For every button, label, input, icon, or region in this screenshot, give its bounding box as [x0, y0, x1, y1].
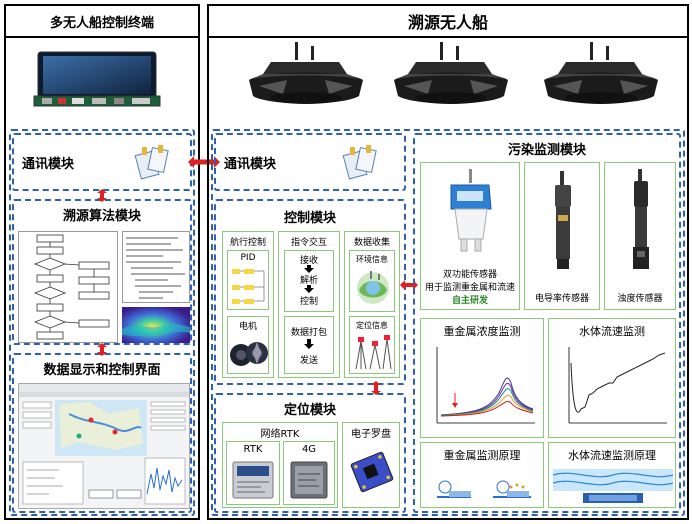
conductivity-sensor-label: 电导率传感器 [534, 294, 589, 304]
flow-rate-chart-title: 水体流速监测 [579, 325, 645, 338]
pollution-module: 污染监测模块 [413, 133, 681, 513]
command-step-receive: 接收 [299, 256, 318, 266]
conductivity-sensor-image [549, 171, 577, 271]
data-collect-box: 数据收集 环境信息 定位信息 [344, 231, 400, 378]
down-arrow-icon [304, 285, 314, 293]
terminal-comm-module: 通讯模块 [12, 133, 192, 191]
position-module: 定位模块 [214, 393, 406, 513]
command-flow-box: 接收 解析 控制 [284, 250, 334, 312]
compass-board-image [347, 447, 397, 497]
comm-algo-arrow [96, 189, 108, 202]
control-position-arrow [370, 381, 382, 395]
env-globe-image [354, 268, 392, 308]
heavy-metal-chart-box: 重金属浓度监测 [420, 318, 544, 438]
boat-image-3 [538, 40, 664, 116]
position-module-title: 定位模块 [283, 403, 336, 418]
algo-display-arrow [96, 343, 108, 356]
rtk-group-title: 网络RTK [260, 429, 300, 440]
boat-image-1 [243, 40, 369, 116]
compass-label: 电子罗盘 [351, 429, 391, 440]
pollution-module-title: 污染监测模块 [507, 143, 586, 158]
boat-comm-chip-icon [340, 143, 380, 183]
turbidity-sensor-label: 浊度传感器 [617, 294, 663, 304]
terminal-comm-title: 通讯模块 [22, 157, 75, 172]
nav-control-box: 航行控制 PID 电机 [222, 231, 274, 378]
motor-label: 电机 [238, 322, 257, 332]
heavy-metal-principle-diagram [427, 465, 539, 505]
dual-sensor-name: 双功能传感器 [442, 270, 497, 280]
command-title: 指令交互 [290, 238, 327, 248]
flow-rate-chart-box: 水体流速监测 [548, 318, 676, 438]
pid-diagram [230, 267, 268, 307]
env-info-label: 环境信息 [356, 255, 388, 264]
dual-sensor-desc: 用于监测重金属和流速 [424, 283, 515, 293]
display-module-title: 数据显示和控制界面 [43, 363, 161, 378]
boat-image-2 [388, 40, 514, 116]
motor-image [229, 335, 269, 371]
4g-label: 4G [301, 444, 317, 455]
terminal-panel: 多无人船控制终端 [4, 4, 200, 520]
rtk-group-box: 网络RTK RTK 4G [222, 422, 338, 508]
heavy-metal-chart-title: 重金属浓度监测 [443, 325, 521, 338]
code-snippet-image [122, 231, 190, 303]
heavy-metal-principle-box: 重金属监测原理 [420, 442, 544, 508]
boat-comm-module: 通讯模块 [214, 133, 406, 191]
pid-label: PID [240, 253, 256, 263]
dual-sensor-image [443, 169, 499, 255]
control-module-title: 控制模块 [283, 211, 336, 226]
down-arrow-icon [304, 265, 314, 273]
turbidity-sensor-image [627, 169, 655, 273]
command-step-parse: 解析 [299, 276, 318, 286]
heavy-metal-curves [427, 343, 539, 433]
boat-dashed-frame [211, 129, 685, 516]
display-module: 数据显示和控制界面 [12, 353, 192, 513]
rtk-label: RTK [243, 444, 263, 455]
command-box: 指令交互 接收 解析 控制 数据打包 发送 [278, 231, 340, 378]
boat-panel-title: 溯源无人船 [209, 6, 687, 38]
rtk-box: RTK [226, 441, 280, 505]
flow-rate-curve [555, 343, 671, 433]
algorithm-module-title: 溯源算法模块 [62, 209, 141, 224]
control-module: 控制模块 [214, 199, 406, 385]
flow-principle-diagram [553, 465, 673, 505]
nav-control-title: 航行控制 [229, 238, 266, 248]
terminal-dashed-frame [9, 129, 195, 516]
boat-panel: 溯源无人船 [207, 4, 689, 520]
terminal-boat-link-arrow [188, 156, 220, 168]
env-info-box: 环境信息 [349, 250, 395, 312]
compass-box: 电子罗盘 [342, 422, 400, 508]
4g-chip-image [289, 460, 329, 500]
turbidity-sensor-box: 浊度传感器 [604, 162, 676, 310]
heatmap-image [122, 307, 190, 343]
command-send: 发送 [299, 356, 318, 366]
flow-principle-box: 水体流速监测原理 [548, 442, 676, 508]
algorithm-module: 溯源算法模块 [12, 199, 192, 345]
command-pack-box: 数据打包 发送 [284, 316, 334, 374]
command-step-control: 控制 [299, 297, 318, 307]
flowchart-image [18, 231, 118, 343]
boat-comm-title: 通讯模块 [224, 157, 277, 172]
terminal-panel-title: 多无人船控制终端 [6, 6, 198, 38]
control-ui-screenshot [18, 383, 190, 509]
survey-tripod-image [353, 335, 393, 371]
comm-chip-icon [132, 143, 172, 183]
down-arrow-icon [304, 339, 314, 349]
pos-info-box: 定位信息 [349, 316, 395, 374]
self-developed-badge: 自主研发 [451, 296, 488, 306]
command-pack: 数据打包 [290, 328, 327, 338]
4g-box: 4G [283, 441, 335, 505]
pos-info-label: 定位信息 [356, 321, 388, 330]
pid-box: PID [227, 250, 269, 310]
heavy-metal-principle-title: 重金属监测原理 [443, 449, 521, 462]
conductivity-sensor-box: 电导率传感器 [524, 162, 600, 310]
data-collect-title: 数据收集 [353, 238, 390, 248]
dual-sensor-box: 双功能传感器 用于监测重金属和流速 自主研发 [420, 162, 520, 310]
flow-principle-title: 水体流速监测原理 [568, 449, 656, 462]
tablet-image [32, 50, 162, 108]
motor-box: 电机 [227, 316, 269, 374]
rtk-chip-image [231, 460, 275, 500]
